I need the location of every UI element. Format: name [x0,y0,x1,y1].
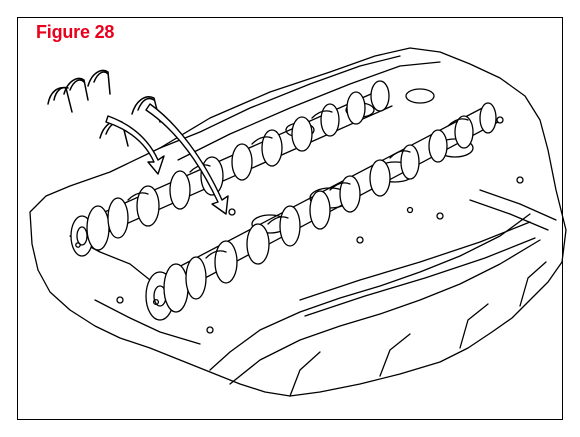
cylinder-head-outline [29,47,567,397]
arrow-icon-2 [145,103,229,215]
figure-title: Figure 28 [36,22,115,42]
arrow-icon-1 [105,115,165,175]
arrow-icons [105,103,229,215]
bearing-caps [47,69,161,147]
front-camshaft [145,102,499,321]
rear-camshaft [70,80,393,257]
